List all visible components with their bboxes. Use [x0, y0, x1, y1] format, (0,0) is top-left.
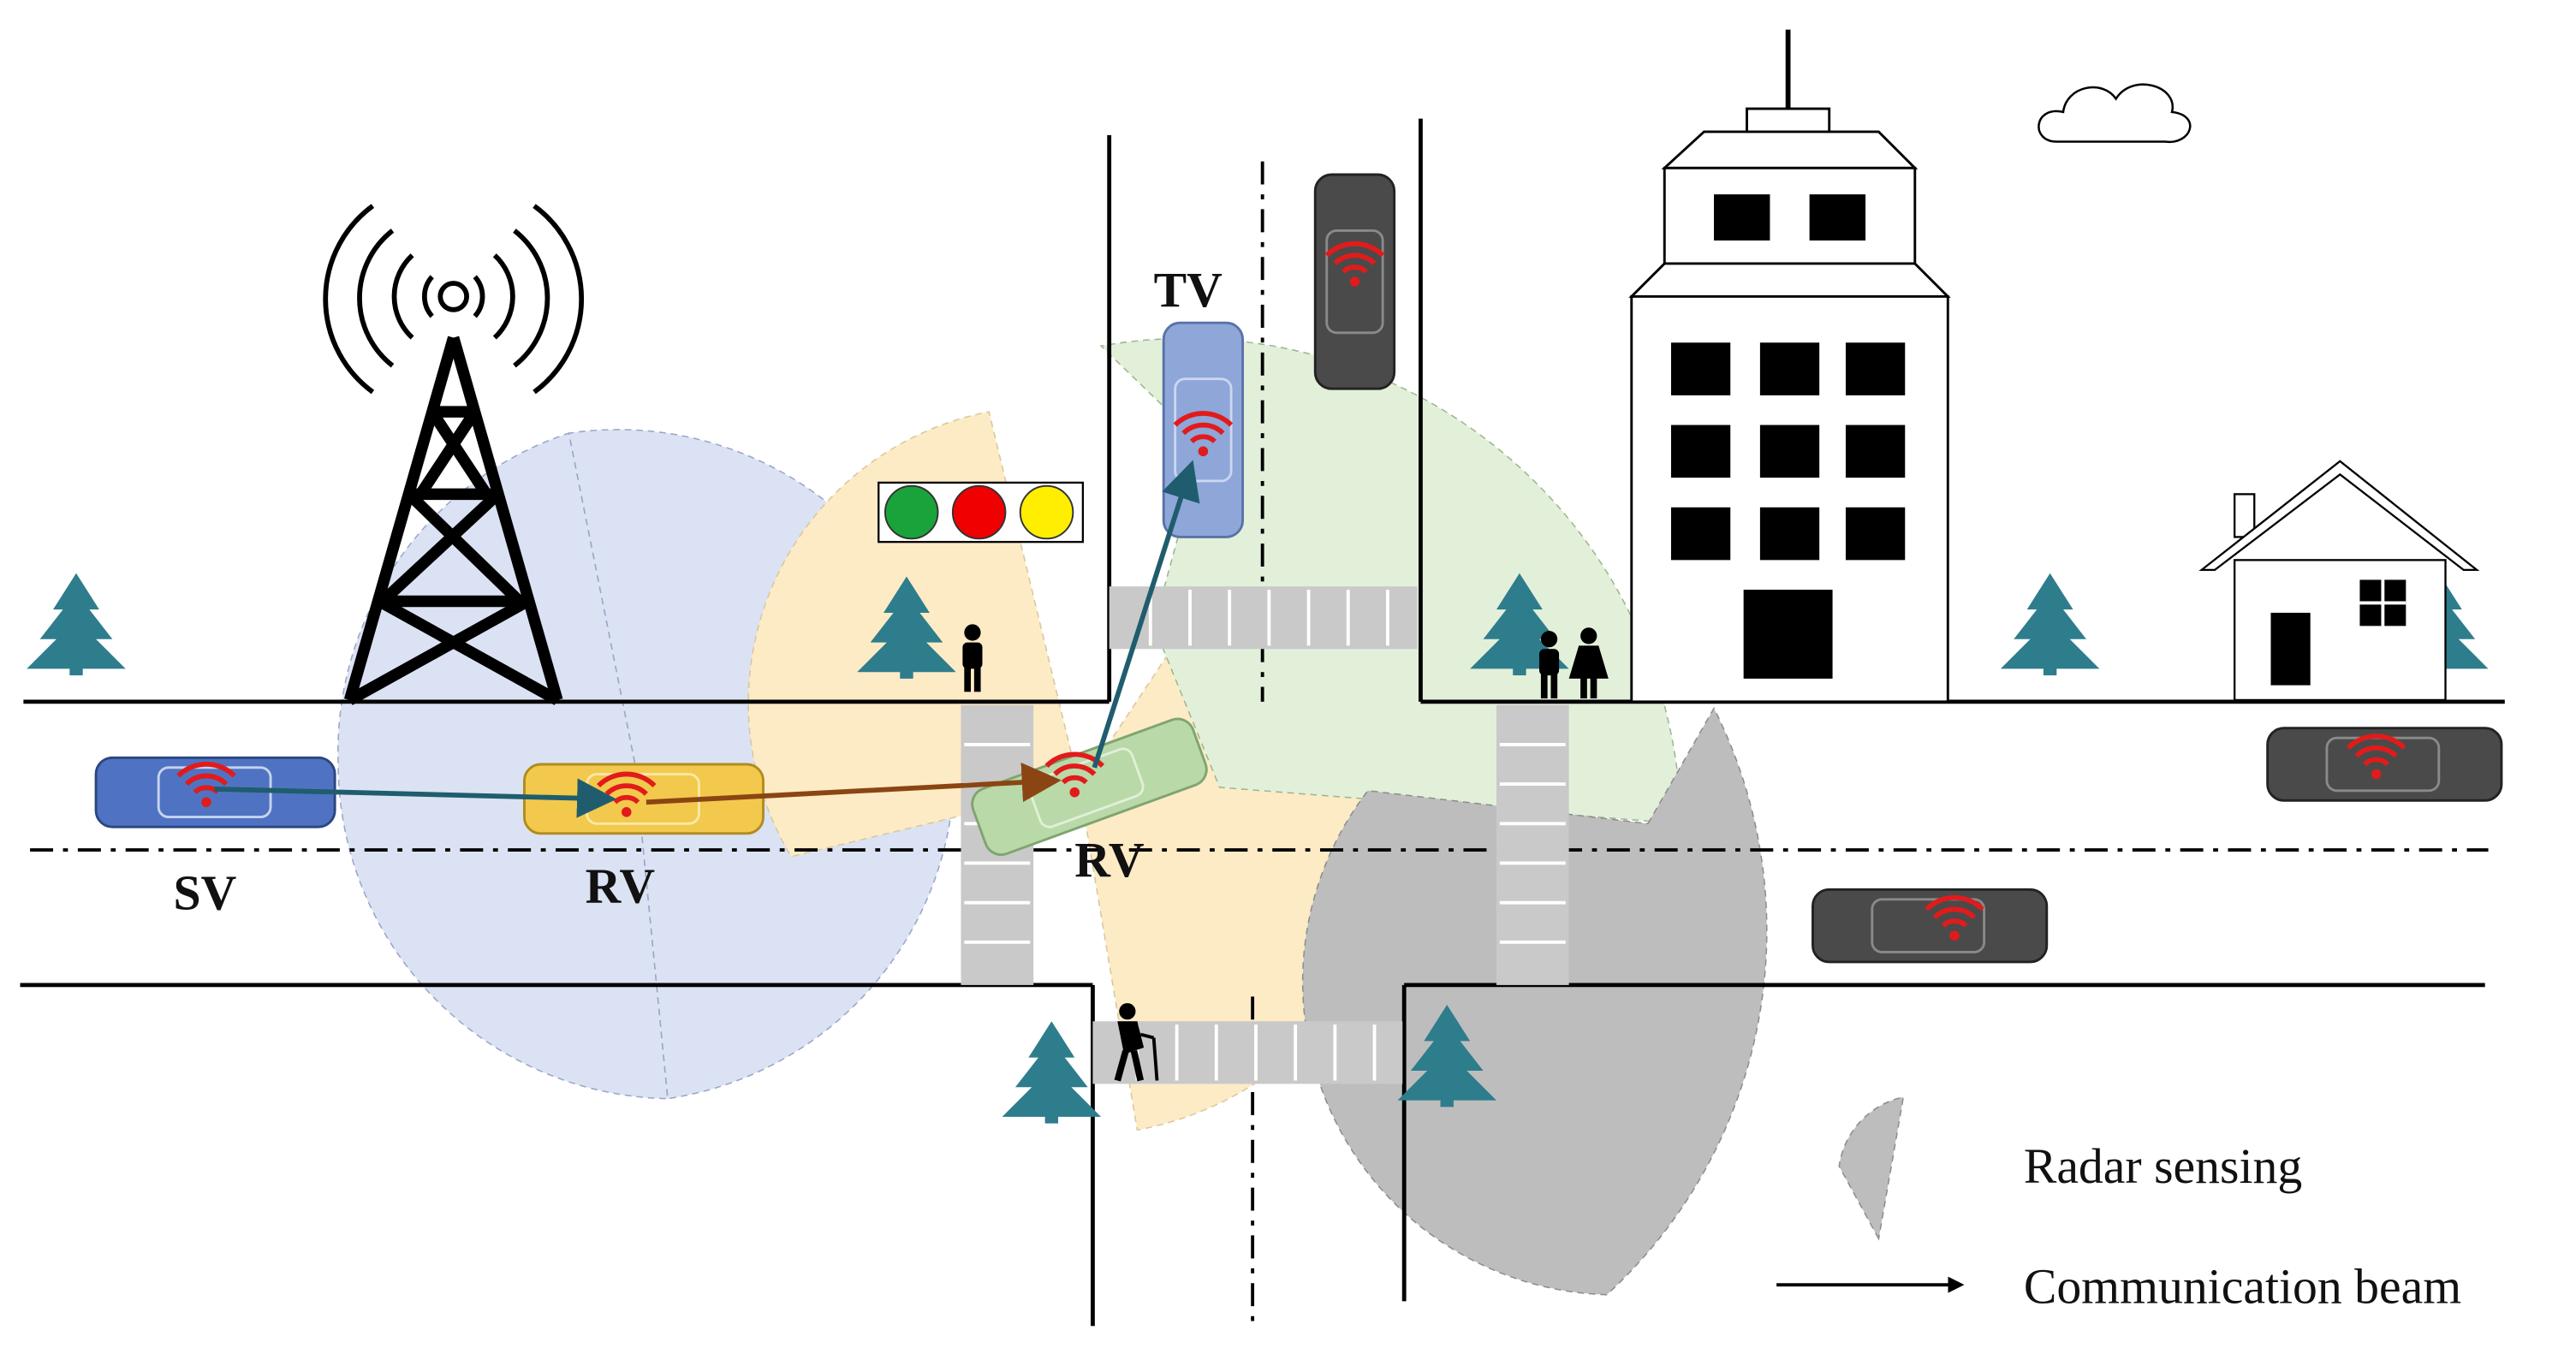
vehicle-tv [1162, 321, 1245, 538]
legend: Radar sensing Communication beam [1776, 1096, 2461, 1314]
road-network [20, 118, 2505, 1327]
cloud-icon [2038, 83, 2192, 143]
crosswalk-right [1496, 704, 1569, 985]
label-rv-right: RV [1074, 834, 1145, 888]
tree-icon [27, 573, 126, 676]
building-icon [1628, 29, 1951, 704]
tree-icon [2000, 573, 2100, 676]
house-icon [2198, 460, 2480, 702]
legend-radar-label: Radar sensing [2024, 1140, 2302, 1194]
beam-rv-to-tv [1092, 460, 1200, 769]
radar-sector-gray [1301, 706, 1768, 1296]
traffic-light-icon [878, 481, 1085, 543]
beam-rv-to-rv [645, 763, 1062, 805]
cell-tower-icon [323, 204, 584, 705]
elderly-pedestrian-icon [1114, 1003, 1159, 1082]
beam-sv-to-rv [214, 778, 617, 818]
crosswalk-top [1109, 586, 1418, 650]
couple-icon [1538, 627, 1609, 699]
label-tv: TV [1154, 264, 1223, 318]
tree-icon [1002, 1021, 1102, 1124]
legend-radar-swatch [1838, 1096, 1905, 1241]
vehicle-dark-lower [1812, 888, 2049, 964]
label-rv-left: RV [586, 860, 656, 914]
label-sv: SV [174, 866, 237, 920]
legend-comm-label: Communication beam [2024, 1260, 2461, 1314]
